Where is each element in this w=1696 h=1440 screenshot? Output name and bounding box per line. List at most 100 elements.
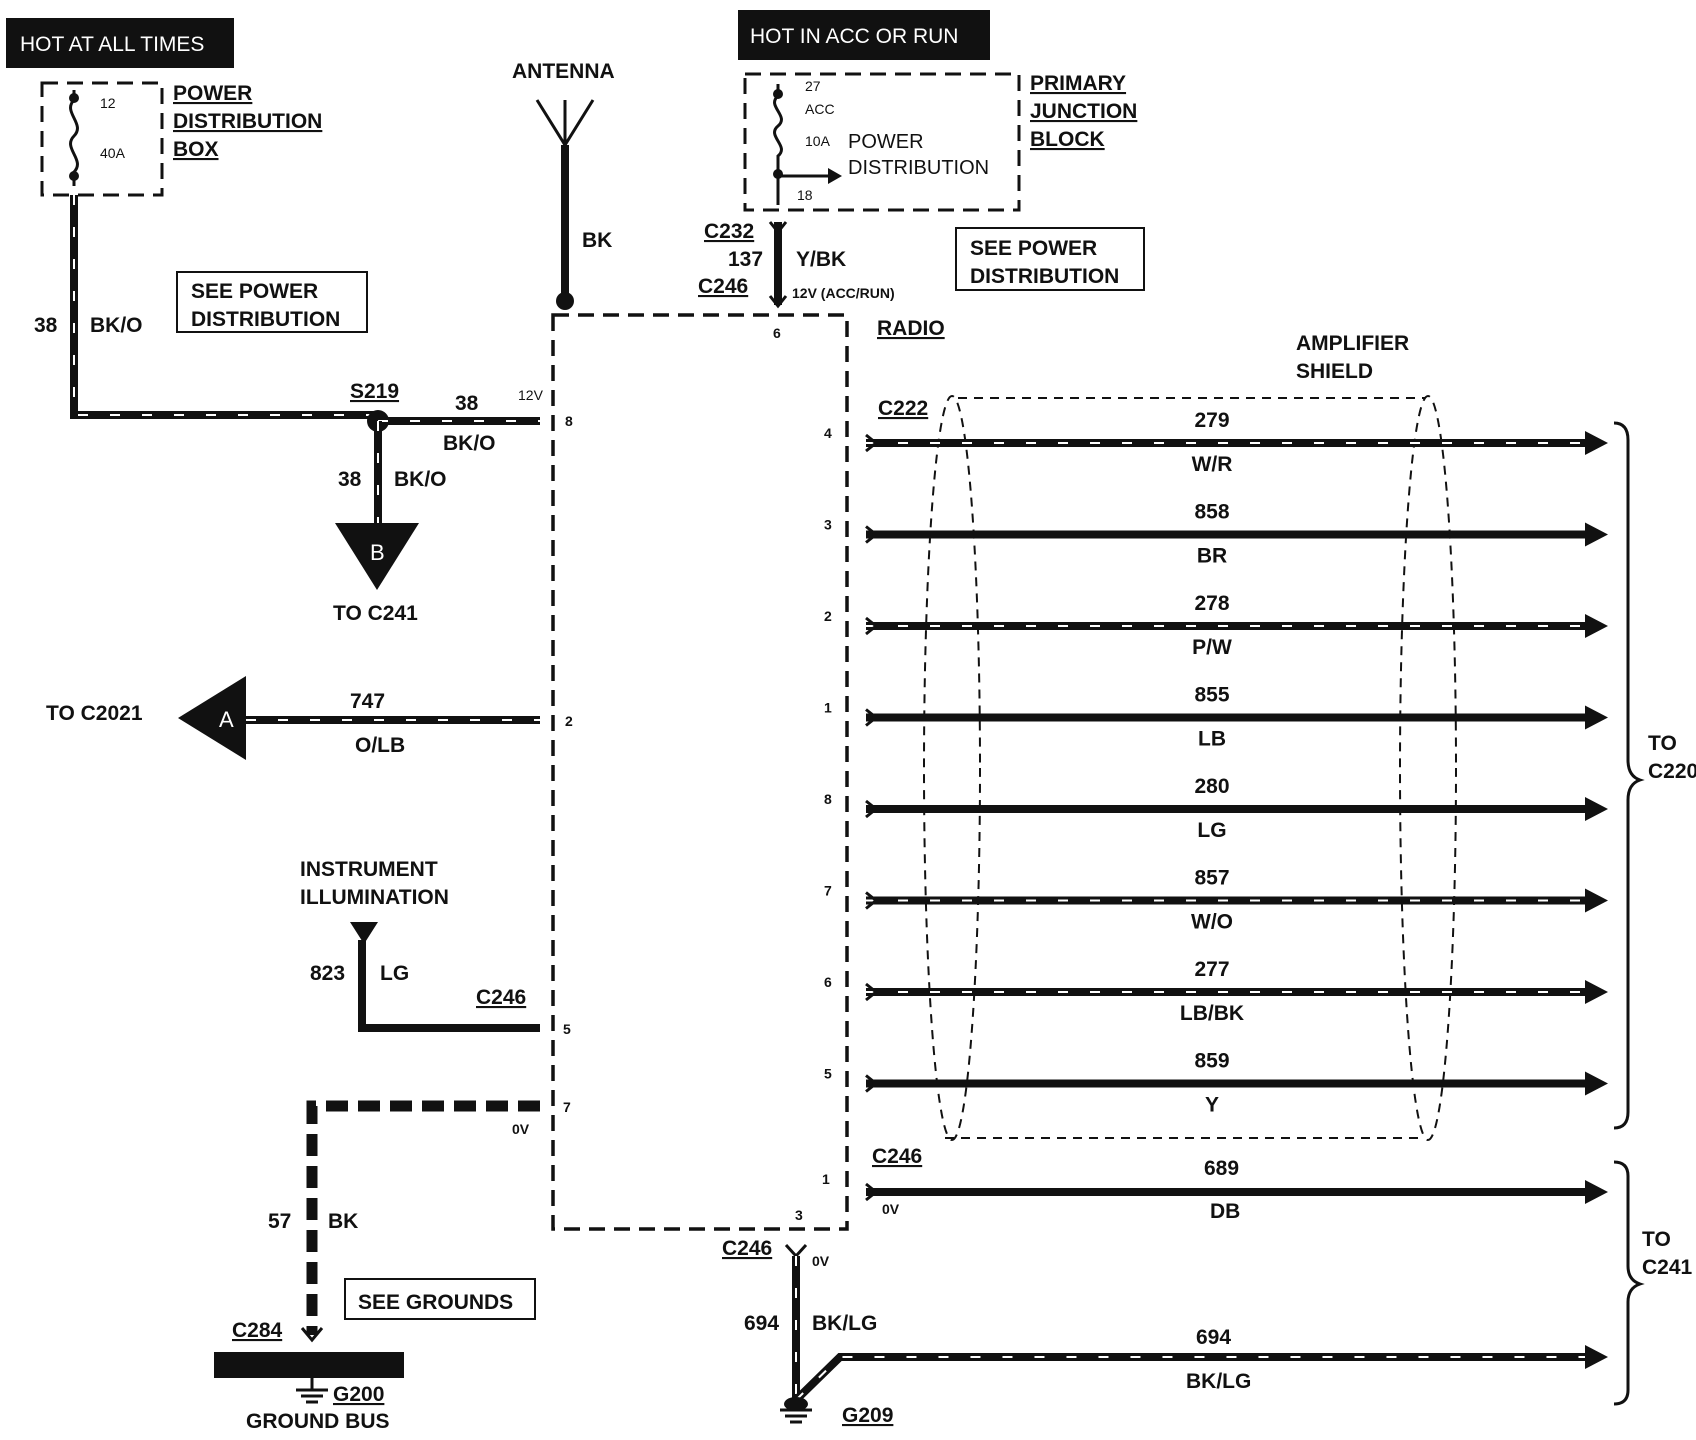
see-power-right-box bbox=[955, 227, 1145, 291]
speaker-wire-color: W/O bbox=[1191, 911, 1233, 934]
to-c241-1: TO bbox=[1642, 1228, 1671, 1251]
speaker-wire-pin: 6 bbox=[824, 974, 832, 990]
connector-a-destination: TO C2021 bbox=[46, 702, 143, 725]
shield-label-2: SHIELD bbox=[1296, 360, 1373, 383]
wire-694-number: 694 bbox=[744, 1312, 779, 1335]
g209-ground-icon bbox=[780, 1408, 812, 1424]
speaker-wire-pin: 1 bbox=[824, 700, 832, 716]
arrow-right-icon bbox=[1585, 431, 1608, 455]
c284-connector: C284 bbox=[232, 1319, 283, 1342]
c246-689-connector: C246 bbox=[872, 1145, 922, 1168]
to-c220-1: TO bbox=[1648, 732, 1677, 755]
radio-pin-6: 6 bbox=[773, 325, 781, 341]
splice-wire-number: 38 bbox=[455, 392, 479, 415]
connector-b-icon bbox=[335, 523, 419, 590]
see-power-right-1: SEE POWER bbox=[970, 237, 1097, 260]
speaker-wire-pin: 7 bbox=[824, 883, 832, 899]
see-power-left-2: DISTRIBUTION bbox=[191, 308, 340, 331]
fuse-10a-icon bbox=[773, 84, 783, 205]
speaker-wire-number: 857 bbox=[1194, 867, 1229, 890]
see-power-left-1: SEE POWER bbox=[191, 280, 318, 303]
wire-38-number: 38 bbox=[34, 314, 58, 337]
speaker-wire-number: 858 bbox=[1194, 501, 1229, 524]
c222-connector: C222 bbox=[878, 397, 928, 420]
speaker-wire-number: 855 bbox=[1194, 684, 1229, 707]
illum-source-icon bbox=[350, 922, 378, 944]
fuse-40a-icon bbox=[69, 90, 79, 186]
arrow-right-icon bbox=[1585, 888, 1608, 913]
radio-pin-3: 3 bbox=[795, 1207, 803, 1223]
wire-747-color: O/LB bbox=[355, 734, 405, 757]
ground-bus-bar bbox=[214, 1352, 404, 1378]
hot-acc-run-header bbox=[738, 10, 990, 60]
hot-always-header bbox=[6, 18, 234, 68]
radio-pin-5: 5 bbox=[563, 1021, 571, 1037]
wire-694-0v: 0V bbox=[812, 1253, 830, 1269]
antenna-cable-color: BK bbox=[582, 229, 612, 252]
radio-pin-7: 7 bbox=[563, 1099, 571, 1115]
wire-689-number: 689 bbox=[1204, 1157, 1239, 1180]
radio-pin-2: 2 bbox=[565, 713, 573, 729]
arrow-right-icon bbox=[1585, 614, 1608, 638]
feed-voltage-note: 12V (ACC/RUN) bbox=[792, 285, 895, 301]
speaker-wire-color: Y bbox=[1205, 1094, 1219, 1117]
radio-pin-1-lower: 1 bbox=[822, 1171, 830, 1187]
speaker-wire-color: W/R bbox=[1192, 453, 1233, 476]
speaker-wire-number: 859 bbox=[1194, 1050, 1229, 1073]
connector-b-destination: TO C241 bbox=[333, 602, 418, 625]
speaker-wire-pin: 2 bbox=[824, 608, 832, 624]
wire-137-color: Y/BK bbox=[796, 248, 846, 271]
arrow-right-icon bbox=[1585, 1071, 1608, 1096]
wire-38-vertical bbox=[70, 195, 378, 419]
fuse-acc-label: ACC bbox=[805, 101, 835, 117]
splice-voltage: 12V bbox=[518, 387, 544, 403]
junction-label-3: BLOCK bbox=[1030, 128, 1105, 151]
wire-57-color: BK bbox=[328, 1210, 358, 1233]
wire-137-number: 137 bbox=[728, 248, 763, 271]
speaker-wire-number: 280 bbox=[1194, 775, 1229, 798]
splice-s219-label: S219 bbox=[350, 380, 399, 403]
wire-747-number: 747 bbox=[350, 690, 385, 713]
shield-left-ellipse bbox=[923, 395, 981, 1141]
power-box-label-2: DISTRIBUTION bbox=[173, 110, 322, 133]
junction-label-2: JUNCTION bbox=[1030, 100, 1137, 123]
c246-694-connector: C246 bbox=[722, 1237, 772, 1260]
radio-label: RADIO bbox=[877, 317, 945, 340]
illum-label-2: ILLUMINATION bbox=[300, 886, 449, 909]
shield-right-ellipse bbox=[1399, 395, 1457, 1141]
speaker-wire-number: 278 bbox=[1194, 592, 1229, 615]
amplifier-shield-outline bbox=[945, 397, 1425, 1139]
power-distribution-box bbox=[40, 81, 164, 197]
speaker-wire-pin: 8 bbox=[824, 791, 832, 807]
wire-57 bbox=[306, 1100, 540, 1335]
see-grounds-box bbox=[344, 1278, 536, 1320]
radio-unit-box bbox=[551, 313, 849, 1231]
power-box-label-1: POWER bbox=[173, 82, 252, 105]
connector-b-letter: B bbox=[370, 540, 385, 565]
speaker-wire-color: P/W bbox=[1192, 636, 1232, 659]
branch-wire-color: BK/O bbox=[394, 468, 447, 491]
speaker-wire-number: 279 bbox=[1194, 409, 1229, 432]
wire-38-color: BK/O bbox=[90, 314, 143, 337]
see-grounds-text: SEE GROUNDS bbox=[358, 1291, 513, 1314]
fuse-10a-rating: 10A bbox=[805, 133, 831, 149]
speaker-wire-group: 4279W/R3858BR2278P/W1855LB8280LG7857W/O6… bbox=[824, 409, 1608, 1117]
junction-pin-18: 18 bbox=[797, 187, 813, 203]
primary-junction-block bbox=[743, 72, 1021, 212]
wire-694-number-2: 694 bbox=[1196, 1326, 1231, 1349]
see-power-right-2: DISTRIBUTION bbox=[970, 265, 1119, 288]
wire-694-color-2: BK/LG bbox=[1186, 1370, 1251, 1393]
hot-always-text: HOT AT ALL TIMES bbox=[20, 33, 204, 56]
speaker-wire-color: LB/BK bbox=[1180, 1002, 1244, 1025]
ground-0v: 0V bbox=[512, 1121, 530, 1137]
fuse-27-number: 27 bbox=[805, 78, 821, 94]
connector-a-letter: A bbox=[219, 707, 234, 732]
g209-label: G209 bbox=[842, 1404, 893, 1427]
ground-bus-label: GROUND BUS bbox=[246, 1410, 390, 1433]
speaker-wire-pin: 3 bbox=[824, 517, 832, 533]
wire-694-color: BK/LG bbox=[812, 1312, 877, 1335]
connector-a-icon bbox=[178, 676, 246, 760]
brace-c241 bbox=[1613, 1160, 1645, 1406]
